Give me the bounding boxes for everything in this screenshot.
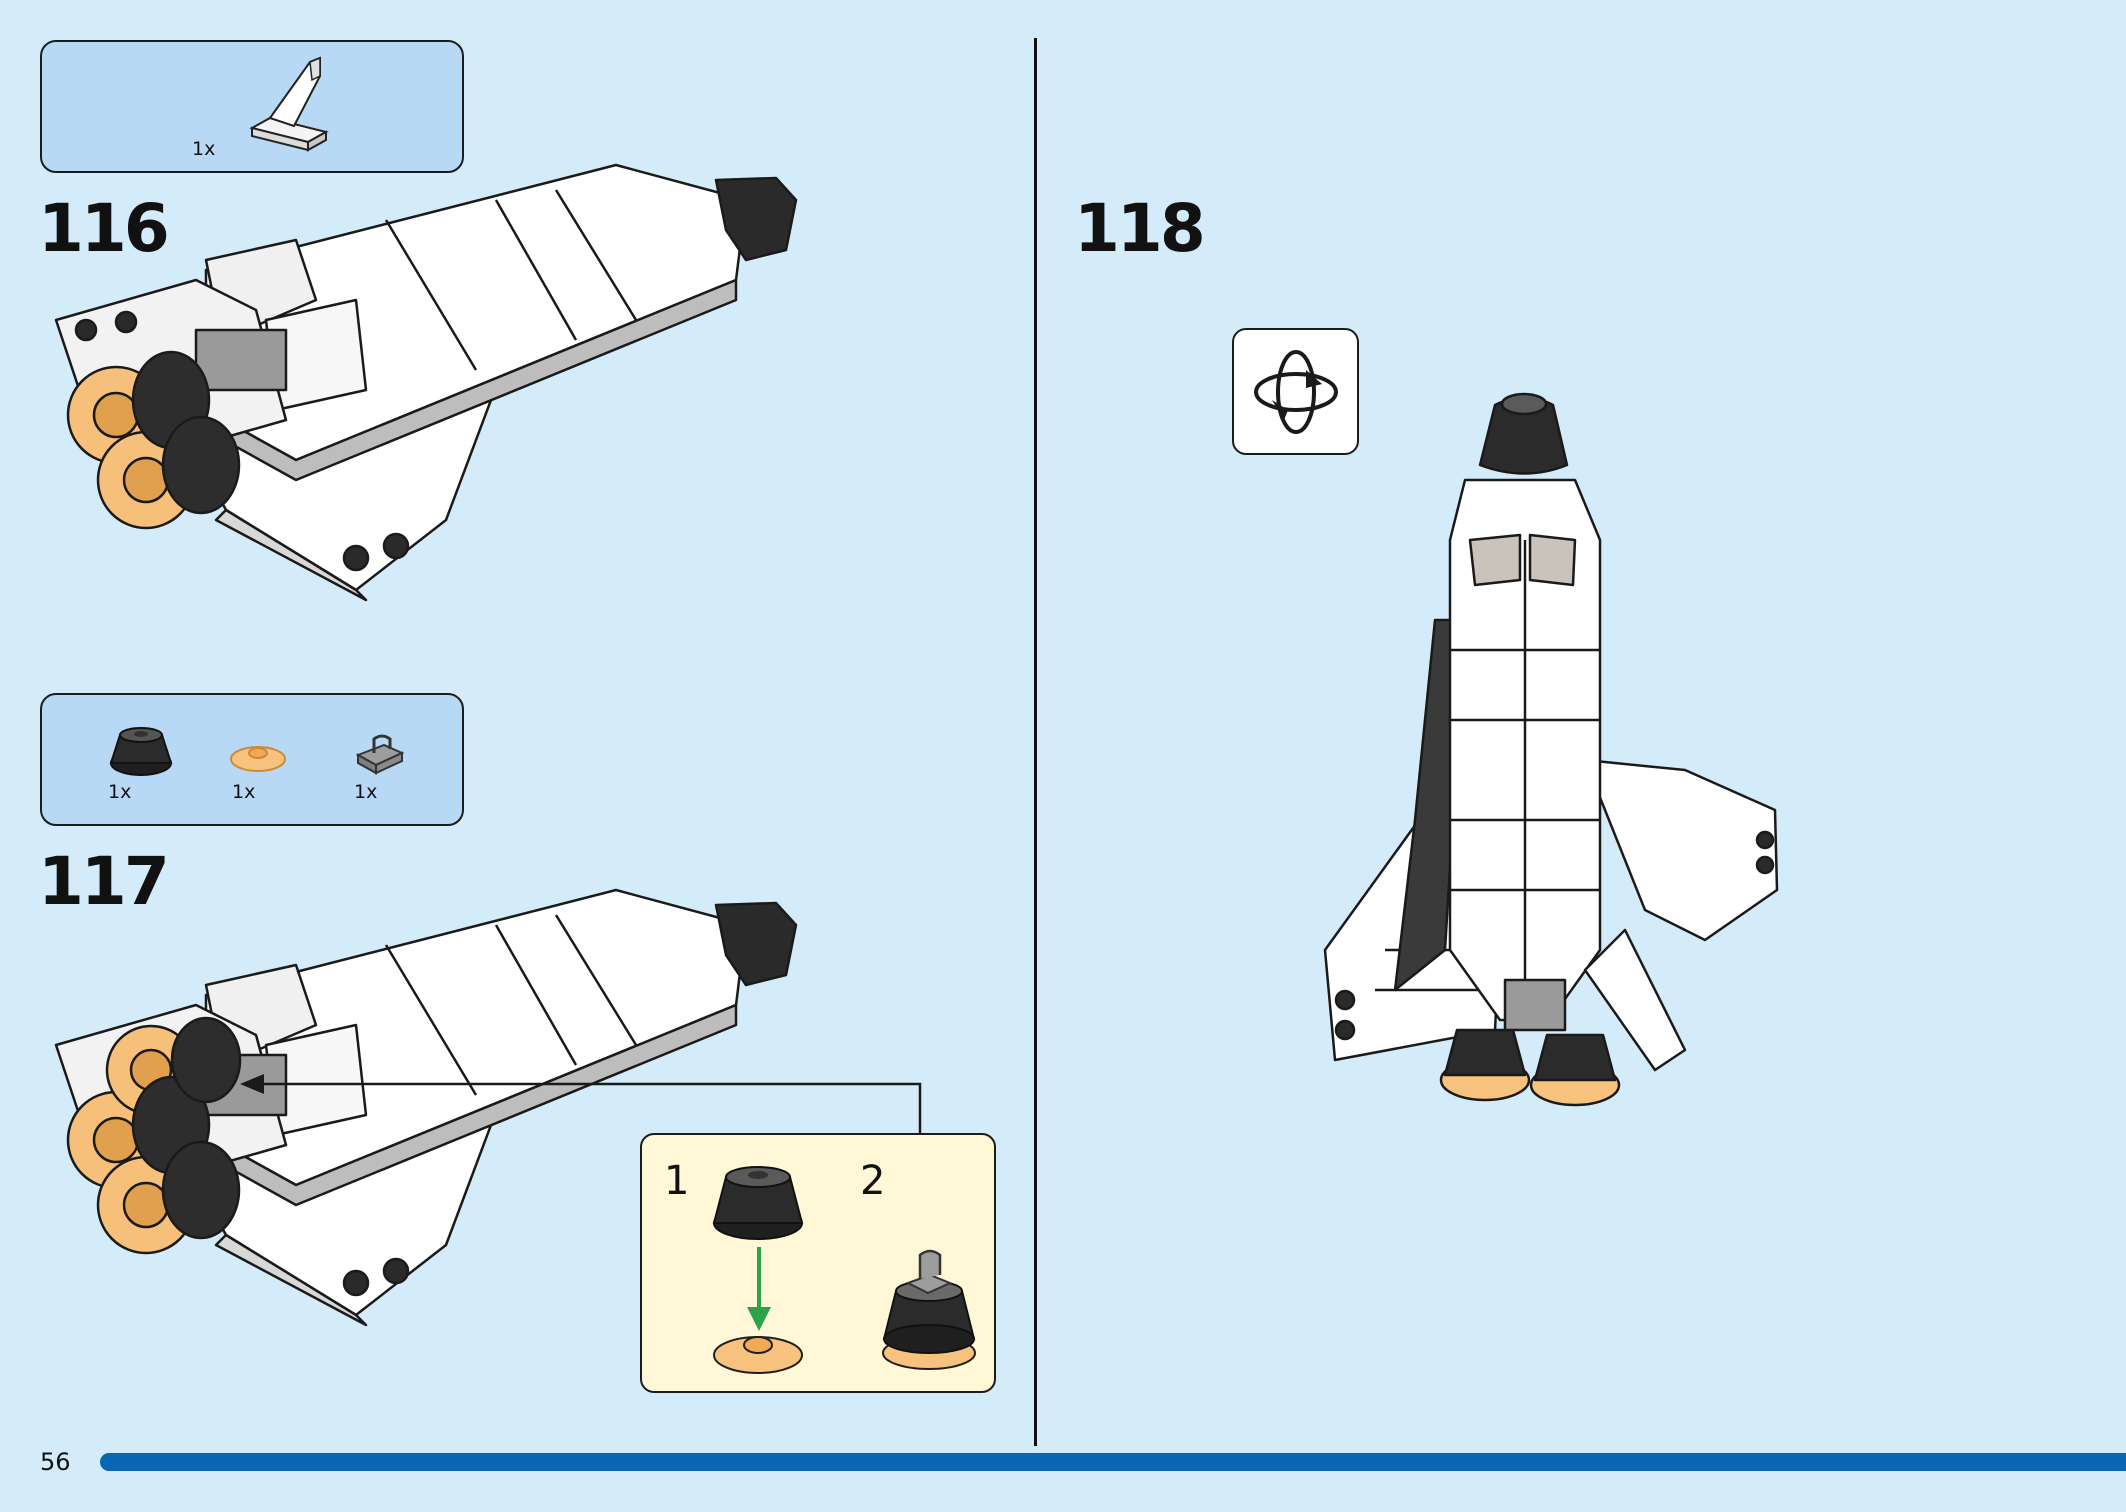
rotate-model-icon — [1254, 350, 1338, 434]
engine-sub-assembly — [882, 1249, 976, 1370]
green-down-arrow-icon — [747, 1247, 771, 1331]
step-number-117: 117 — [38, 843, 170, 920]
shuttle-assembly-116 — [54, 163, 798, 602]
page-number: 56 — [40, 1448, 71, 1476]
step-number-116: 116 — [38, 190, 170, 267]
sub-step-number: 2 — [860, 1158, 886, 1204]
wedge-plate-part — [249, 56, 329, 152]
grey-clip-plate-part — [355, 734, 405, 775]
shuttle-assembly-117 — [54, 888, 798, 1327]
shuttle-assembly-118 — [1323, 392, 1779, 1107]
part-qty: 1x — [192, 138, 216, 160]
part-qty: 1x — [232, 781, 256, 803]
trans-orange-dish-part — [713, 1336, 803, 1374]
part-qty: 1x — [354, 781, 378, 803]
rotate-model-indicator — [1232, 328, 1359, 455]
column-divider — [1034, 38, 1037, 1446]
trans-orange-dish-part — [230, 746, 286, 772]
progress-bar — [100, 1453, 2126, 1471]
part-qty: 1x — [108, 781, 132, 803]
black-cone-part — [712, 1166, 804, 1240]
parts-list-116: 1x — [40, 40, 464, 173]
step-number-118: 118 — [1074, 190, 1206, 267]
sub-step-number: 1 — [664, 1158, 690, 1204]
callout-pointer-line — [240, 1074, 922, 1134]
parts-list-117: 1x 1x 1x — [40, 693, 464, 826]
sub-assembly-callout: 1 2 — [640, 1133, 996, 1393]
black-cone-part — [109, 727, 173, 776]
